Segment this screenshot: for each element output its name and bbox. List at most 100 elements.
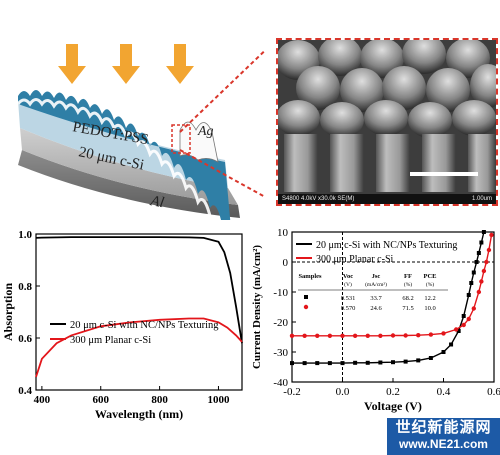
table-cell: 10.0 (424, 305, 435, 312)
ag-label: Ag (197, 124, 214, 139)
series-line-0 (35, 236, 243, 344)
series-line-1 (35, 317, 243, 378)
series-point-1 (378, 333, 383, 338)
zoom-line-top (179, 49, 265, 133)
y-tick-label: -40 (273, 377, 288, 389)
series-point-0 (481, 230, 486, 234)
scale-bar (410, 172, 478, 176)
light-arrow-2 (112, 44, 140, 84)
series-point-1 (352, 333, 358, 338)
series-point-1 (315, 333, 320, 338)
x-tick-label: 600 (92, 394, 109, 406)
series-point-1 (416, 333, 421, 338)
table-cell: 0.570 (341, 305, 356, 312)
series-point-0 (476, 251, 481, 255)
sem-image-frame: S4800 4.0kV x30.0k SE(M) 1.00um (276, 38, 498, 206)
series-point-0 (456, 329, 461, 333)
legend-label-0: 20 μm c-Si with NC/NPs Texturing (70, 320, 219, 331)
y-axis-label: Absorption (1, 283, 15, 341)
y-tick-label: -30 (273, 347, 288, 359)
y-tick-label: -20 (273, 317, 288, 329)
table-unit: (mA/cm²) (365, 281, 387, 288)
table-header: PCE (424, 273, 437, 280)
series-point-0 (479, 240, 484, 245)
series-point-0 (290, 361, 294, 366)
table-header: FF (404, 273, 412, 280)
x-axis-label: Voltage (V) (364, 399, 422, 413)
light-arrow-3 (166, 44, 194, 84)
series-point-0 (391, 360, 395, 365)
series-point-1 (403, 333, 408, 338)
series-point-0 (353, 360, 358, 365)
series-point-1 (461, 322, 466, 328)
series-point-0 (315, 361, 320, 366)
y-tick-label: -10 (273, 287, 288, 299)
series-point-1 (466, 316, 471, 322)
series-point-1 (476, 289, 482, 295)
table-marker-1 (303, 304, 309, 310)
table-cell: 12.2 (424, 295, 435, 302)
legend-label-0: 20 μm c-Si with NC/NPs Texturing (316, 240, 457, 251)
y-tick-label: 1.0 (18, 229, 32, 241)
series-point-1 (486, 247, 492, 253)
table-header: Samples (298, 273, 322, 280)
series-point-0 (441, 350, 446, 354)
series-point-0 (428, 356, 433, 360)
table-cell: 68.2 (402, 295, 413, 302)
al-label: Al (148, 193, 165, 211)
table-cell: 71.5 (402, 305, 413, 312)
y-tick-label: 0.6 (18, 333, 32, 345)
table-unit: (V) (344, 281, 352, 288)
x-tick-label: 0.2 (386, 386, 400, 398)
table-unit: (%) (426, 281, 434, 288)
watermark-title: 世纪新能源网 (395, 419, 492, 436)
sem-caption-bar: S4800 4.0kV x30.0k SE(M) 1.00um (278, 194, 496, 204)
series-point-1 (479, 279, 484, 284)
legend-label-1: 300 μm Planar c-Si (316, 254, 394, 265)
series-point-0 (469, 281, 474, 285)
series-line-0 (292, 231, 485, 364)
y-tick-label: 0 (283, 257, 289, 269)
sem-micrograph (278, 40, 496, 194)
series-point-0 (416, 358, 421, 363)
series-point-0 (340, 361, 345, 366)
x-tick-label: 0.6 (487, 386, 500, 398)
series-point-1 (302, 333, 307, 338)
series-point-1 (365, 333, 370, 338)
series-point-0 (471, 270, 476, 275)
y-tick-label: 10 (277, 227, 289, 239)
sem-caption-right: 1.00um (471, 196, 492, 202)
series-point-0 (466, 293, 471, 297)
series-point-1 (453, 327, 459, 332)
light-arrows (58, 44, 194, 84)
x-tick-label: 0.0 (336, 386, 350, 398)
y-tick-label: 0.4 (18, 385, 32, 397)
series-point-1 (340, 333, 345, 338)
device-schematic: PEDOT:PSS Ag 20 μm c-Si Al (16, 44, 265, 220)
series-point-1 (441, 331, 446, 336)
series-point-0 (461, 314, 466, 318)
series-point-1 (428, 332, 434, 337)
table-cell: 33.7 (370, 295, 382, 302)
zoom-target (171, 124, 191, 154)
zoom-line-bottom (179, 149, 265, 199)
series-point-0 (327, 361, 332, 366)
watermark-url: www.NE21.com (399, 437, 488, 451)
series-point-1 (481, 268, 487, 274)
table-header: Voc (343, 273, 353, 280)
series-point-1 (484, 259, 489, 265)
x-tick-label: 800 (151, 394, 168, 406)
table-cell: 24.6 (370, 305, 382, 312)
series-point-0 (302, 361, 307, 366)
x-axis-label: Wavelength (nm) (95, 407, 183, 421)
light-arrow-1 (58, 44, 86, 84)
series-point-0 (449, 342, 454, 347)
x-tick-label: 400 (34, 394, 51, 406)
sem-pillars (284, 134, 496, 192)
series-point-0 (474, 260, 479, 264)
series-point-0 (403, 359, 408, 364)
table-marker-0 (304, 295, 308, 299)
series-point-0 (365, 360, 370, 365)
